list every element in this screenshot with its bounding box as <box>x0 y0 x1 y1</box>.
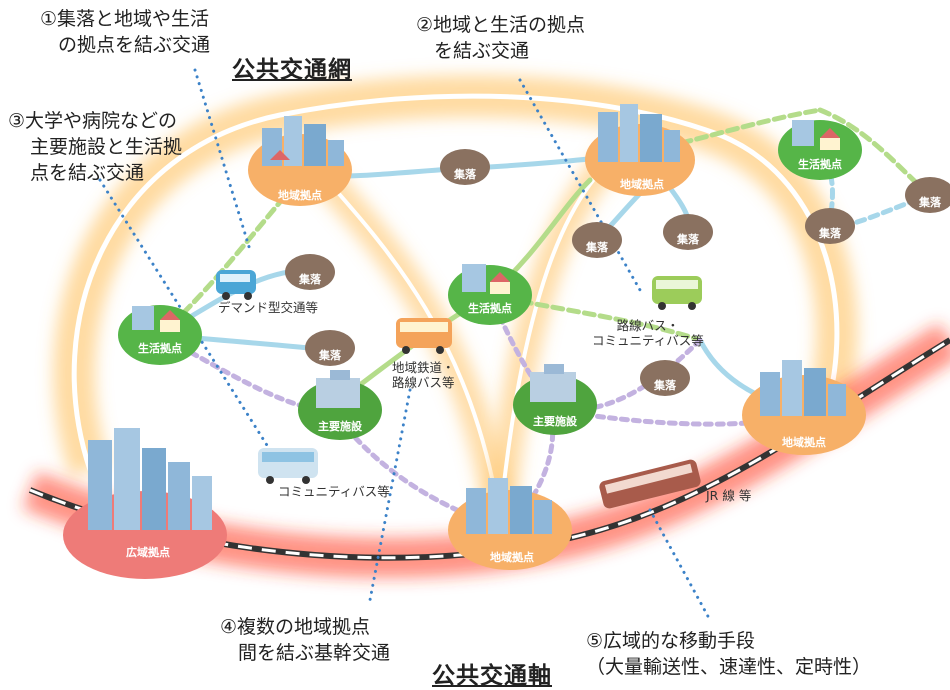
village-label: 集落 <box>298 272 322 286</box>
bus-icon <box>258 448 318 484</box>
bus-icon <box>652 276 702 310</box>
village-label: 集落 <box>918 195 942 209</box>
callout-leaders <box>98 68 712 622</box>
hub-label-living: 生活拠点 <box>468 301 512 315</box>
village-2 <box>285 254 335 290</box>
network-heading: 公共交通網 <box>232 57 352 83</box>
hub-label-regional: 地域拠点 <box>278 188 322 202</box>
village-1 <box>440 149 490 185</box>
hub-label-facility: 主要施設 <box>318 419 363 433</box>
villages <box>285 149 950 396</box>
label-route-bus-line-1: 路線バス・ <box>616 318 680 333</box>
train-icon <box>599 459 701 509</box>
label-community-bus: コミュニティバス等 <box>278 484 390 499</box>
callout-3-line-1: ③大学や病院などの <box>8 110 178 132</box>
label-rail-bus-line-1: 地域鉄道・ <box>392 360 455 375</box>
callout-3: ③大学や病院などの 主要施設と生活拠 点を結ぶ交通 <box>8 108 182 186</box>
callout-2-line-2: を結ぶ交通 <box>434 40 530 62</box>
bus-icon <box>216 270 256 300</box>
callout-1-line-2: の拠点を結ぶ交通 <box>58 34 211 56</box>
village-labels: 集落 集落 集落 集落 集落 集落 集落 集落 <box>298 167 942 392</box>
village-4 <box>572 222 622 258</box>
label-rail-bus-line-2: 路線バス等 <box>392 375 455 390</box>
hub-label-facility: 主要施設 <box>533 414 578 428</box>
hub-label-wide: 広域拠点 <box>126 545 170 559</box>
label-demand-transport: デマンド型交通等 <box>218 300 319 315</box>
label-route-bus: 路線バス・ コミュニティバス等 <box>592 318 704 348</box>
village-8 <box>640 360 690 396</box>
hub-label-regional: 地域拠点 <box>620 177 664 191</box>
living-hub-w: 生活拠点 <box>118 305 202 365</box>
label-route-bus-line-2: コミュニティバス等 <box>592 333 704 348</box>
callout-3-line-2: 主要施設と生活拠 <box>30 136 183 158</box>
callout-2: ②地域と生活の拠点 を結ぶ交通 <box>416 12 585 64</box>
bus-icon <box>396 318 452 354</box>
callout-5-line-1: ⑤広域的な移動手段 <box>586 630 756 652</box>
hub-label-living: 生活拠点 <box>138 341 182 355</box>
wide-area-hub: 広域拠点 <box>63 428 227 579</box>
facility-hub-c: 主要施設 <box>513 364 597 435</box>
village-label: 集落 <box>318 348 342 362</box>
village-label: 集落 <box>818 226 842 240</box>
living-hub-center: 生活拠点 <box>448 264 532 325</box>
regional-hub-s: 地域拠点 <box>448 478 572 570</box>
village-label: 集落 <box>653 378 677 392</box>
regional-hub-e: 地域拠点 <box>742 360 866 455</box>
village-3 <box>305 330 355 366</box>
callout-5-line-2: （大量輸送性、速達性、定時性） <box>586 656 872 678</box>
callout-1: ①集落と地域や生活 の拠点を結ぶ交通 <box>40 6 210 58</box>
hub-label-regional: 地域拠点 <box>782 435 826 449</box>
label-rail-bus: 地域鉄道・ 路線バス等 <box>392 360 455 390</box>
callout-5: ⑤広域的な移動手段 （大量輸送性、速達性、定時性） <box>586 628 871 680</box>
callout-4: ④複数の地域拠点 間を結ぶ基幹交通 <box>220 614 390 666</box>
village-label: 集落 <box>585 240 609 254</box>
facility-hub-w: 主要施設 <box>298 370 382 440</box>
axis-heading: 公共交通軸 <box>432 663 552 689</box>
hub-label-living: 生活拠点 <box>798 157 842 171</box>
village-7 <box>905 177 950 213</box>
callout-4-line-2: 間を結ぶ基幹交通 <box>238 642 391 664</box>
village-6 <box>805 208 855 244</box>
village-5 <box>663 214 713 250</box>
callout-4-line-1: ④複数の地域拠点 <box>220 616 371 638</box>
callout-3-line-3: 点を結ぶ交通 <box>30 162 145 184</box>
village-label: 集落 <box>676 232 700 246</box>
living-hub-ne: 生活拠点 <box>778 120 862 180</box>
regional-hub-ne: 地域拠点 <box>585 104 695 196</box>
hub-label-regional: 地域拠点 <box>490 550 534 564</box>
village-label: 集落 <box>453 167 477 181</box>
label-jr-line: JR 線 等 <box>706 488 752 503</box>
callout-2-line-1: ②地域と生活の拠点 <box>416 14 586 36</box>
callout-1-line-1: ①集落と地域や生活 <box>40 8 210 30</box>
regional-hub-nw: 地域拠点 <box>248 116 352 206</box>
